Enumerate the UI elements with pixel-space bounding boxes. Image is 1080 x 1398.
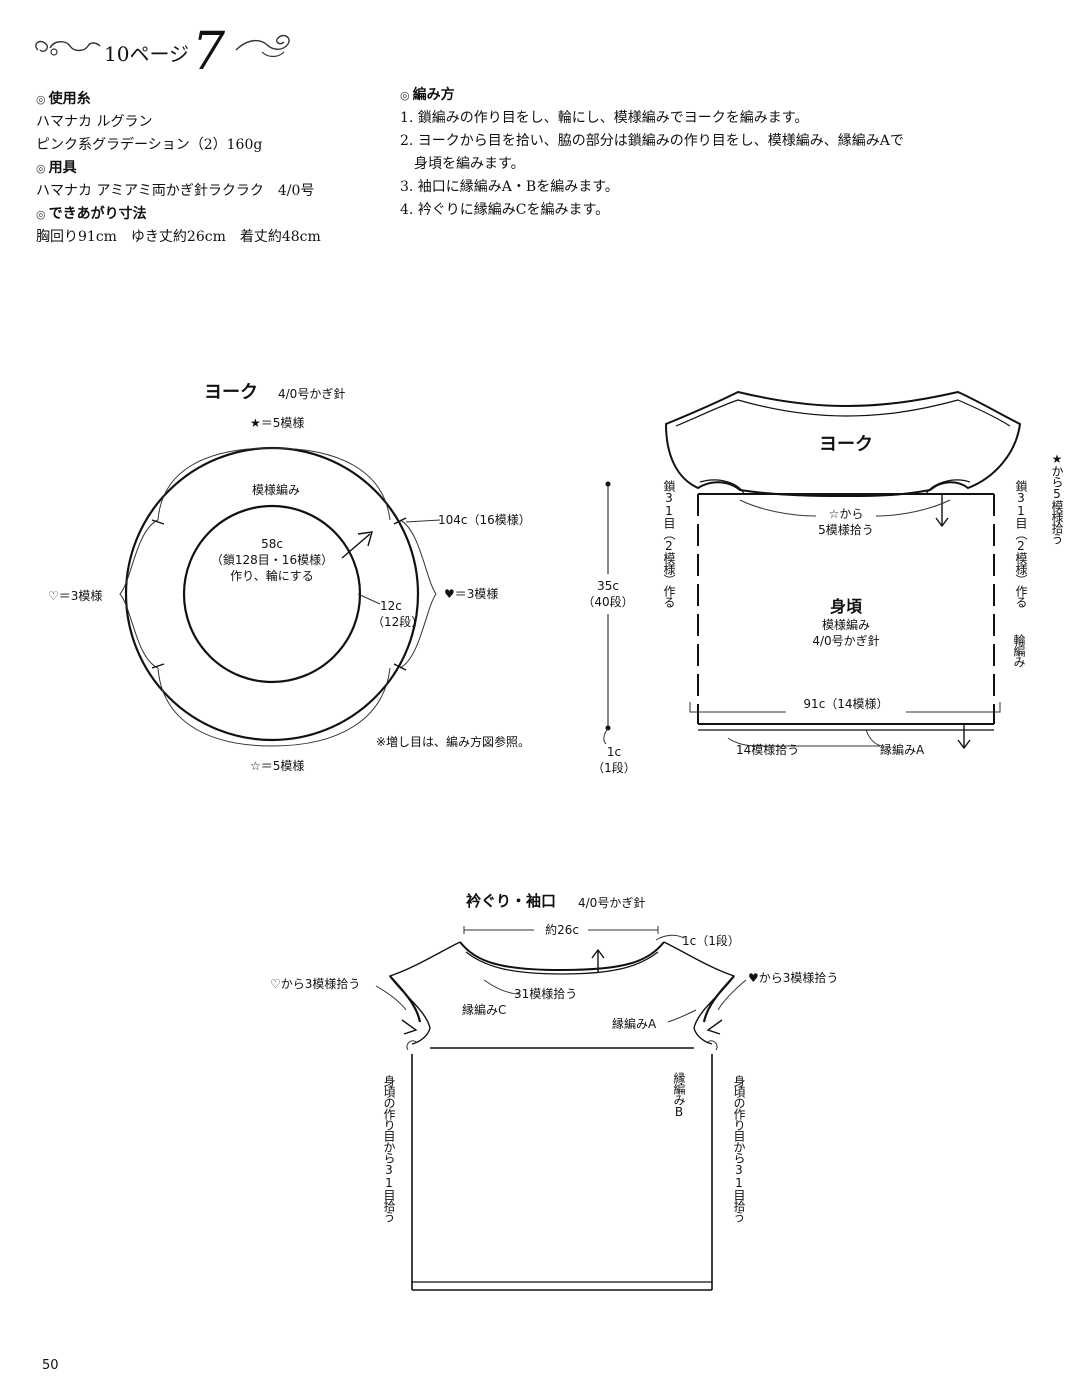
tools-heading: ◎用具 (36, 160, 77, 176)
ornament-right-icon (235, 34, 290, 58)
body-hook-label: 4/0号かぎ針 (812, 633, 879, 648)
bullet-icon: ◎ (36, 162, 46, 175)
direction-arrow-icon (341, 533, 371, 559)
neckline-edge (459, 941, 665, 972)
left-pick-label: ♡から3模様拾う (270, 976, 360, 991)
yarn-line: ピンク系グラデーション（2）160g (36, 137, 263, 153)
body-yoke-label: ヨーク (819, 434, 873, 455)
right-chain-label: 鎖31目（2模様）作る (1014, 480, 1028, 607)
pick-label: 14模様拾う (736, 742, 799, 757)
page-number: 50 (42, 1358, 59, 1373)
yoke-outer-label: 104c（16模様） (438, 513, 531, 527)
ring-label: 輪編み (1012, 634, 1026, 667)
bullet-icon: ◎ (36, 93, 46, 106)
star-pick-label: ★から5模様拾う (1050, 452, 1064, 544)
finish-title: 衿ぐり・袖口 (466, 892, 557, 910)
method-step: 2. ヨークから目を拾い、脇の部分は鎖編みの作り目をし、模様編み、縁編みAで (400, 133, 904, 149)
right-pick-label: ♥から3模様拾う (748, 970, 838, 985)
neck-width-label: 約26c (545, 922, 579, 937)
tools-line: ハマナカ アミアミ両かぎ針ラクラク 4/0号 (36, 183, 315, 199)
height-label-1: 35c (597, 579, 619, 593)
edge-a-label: 縁編みA (612, 1016, 657, 1031)
body-pattern-label: 模様編み (822, 617, 870, 632)
size-line: 胸回り91cm ゆき丈約26cm 着丈約48cm (36, 229, 321, 245)
sleeve-arrow-icon (706, 1019, 723, 1035)
bullet-icon: ◎ (400, 89, 410, 102)
yoke-width-label-2: （12段） (372, 614, 423, 629)
materials-block: ◎使用糸 ハマナカ ルグラン ピンク系グラデーション（2）160g ◎用具 ハマ… (36, 88, 321, 249)
body-title: 身頃 (830, 597, 863, 616)
edge-b-label: 縁編みB (672, 1072, 686, 1118)
yarn-line: ハマナカ ルグラン (36, 114, 153, 130)
left-chain-label: 鎖31目（2模様）作る (662, 480, 676, 607)
yoke-inner-label-1: 58c (261, 537, 283, 551)
method-step: 1. 鎖編みの作り目をし、輪にし、模様編みでヨークを編みます。 (400, 110, 809, 126)
bullet-icon: ◎ (36, 208, 46, 221)
left-sleeve-edge (388, 941, 461, 1045)
yoke-title: ヨーク (204, 382, 258, 403)
yoke-hook: 4/0号かぎ針 (278, 387, 346, 401)
yoke-bottom-label: ☆＝5模様 (250, 759, 304, 773)
side-right-label: 身頃の作り目から31目拾う (732, 1075, 746, 1222)
finish-diagram: 約26c 1c（1段） ♡から3模様拾う ♥から3模様拾う 31模様拾う 縁編み… (270, 920, 838, 1291)
edge-label-2: （1段） (592, 760, 636, 775)
sleeve-arrow-icon (401, 1019, 418, 1035)
yoke-width-label-1: 12c (380, 599, 402, 613)
body-width-label: 91c（14模様） (803, 697, 888, 711)
right-bracket (399, 519, 437, 669)
yoke-top-label: ★＝5模様 (250, 416, 304, 430)
edge-label-1: 1c (607, 745, 621, 759)
yoke-inner-label-2: （鎖128目・16模様） (211, 552, 333, 567)
method-step: 3. 袖口に縁編みA・Bを編みます。 (400, 179, 619, 195)
yoke-right-label: ♥＝3模様 (444, 587, 498, 601)
page-reference: 10ページ (104, 42, 190, 66)
ornament-left-icon (35, 40, 101, 56)
left-bracket (119, 519, 159, 669)
yoke-left-label: ♡＝3模様 (48, 589, 102, 603)
neck-depth-label: 1c（1段） (682, 933, 740, 948)
height-label-2: （40段） (582, 594, 633, 609)
method-step: 4. 衿ぐりに縁編みCを編みます。 (400, 202, 610, 218)
yoke-inner-label-3: 作り、輪にする (230, 568, 314, 583)
method-step: 身頃を編みます。 (400, 156, 525, 172)
yoke-inner-circle (182, 504, 362, 684)
pattern-number: 7 (192, 22, 226, 82)
white-star-label-1: ☆から (829, 507, 864, 521)
method-block: ◎編み方 1. 鎖編みの作り目をし、輪にし、模様編みでヨークを編みます。 2. … (400, 84, 904, 222)
white-star-label-2: 5模様拾う (818, 522, 874, 537)
method-heading: ◎編み方 (400, 87, 455, 103)
edging-label: 縁編みA (880, 742, 925, 757)
edge-c-label: 縁編みC (462, 1002, 506, 1017)
yoke-diagram: ★＝5模様 模様編み 58c （鎖128目・16模様） 作り、輪にする 104c… (48, 416, 531, 773)
finish-hook: 4/0号かぎ針 (578, 896, 646, 910)
yoke-note: ※増し目は、編み方図参照。 (376, 734, 530, 749)
yarn-heading: ◎使用糸 (36, 91, 91, 107)
size-heading: ◎できあがり寸法 (36, 206, 147, 222)
body-diagram: 35c （40段） 1c （1段） ヨーク 91c（14模様） ☆から 5模様拾… (582, 390, 1022, 775)
right-sleeve-edge (663, 941, 736, 1045)
yoke-pattern-label: 模様編み (252, 482, 300, 497)
bottom-bracket (157, 667, 391, 747)
top-bracket (157, 447, 391, 521)
side-left-label: 身頃の作り目から31目拾う (382, 1075, 396, 1222)
neck-pick-label: 31模様拾う (514, 986, 577, 1001)
body-yoke-shape (664, 390, 1022, 497)
